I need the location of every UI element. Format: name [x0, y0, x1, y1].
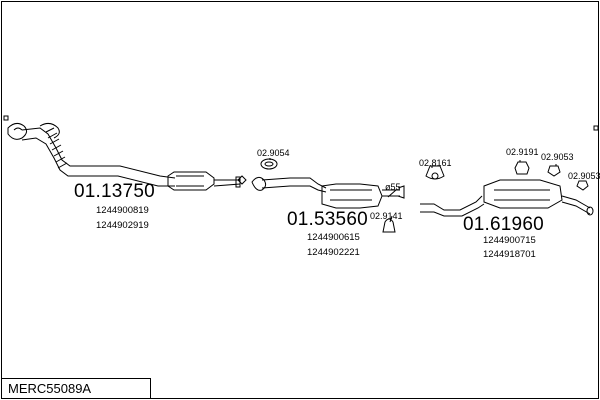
fitting-label: 02.9053 — [541, 152, 574, 162]
fitting-label: 02.9054 — [257, 148, 290, 158]
oem-number: 1244900615 — [307, 232, 360, 243]
oem-number: 1244902919 — [96, 220, 149, 231]
hanger-icon — [514, 161, 530, 175]
fitting-label: 02.9141 — [370, 211, 403, 221]
hanger-icon — [425, 165, 445, 180]
fitting-label-clamp: ø55 — [385, 182, 401, 192]
front-pipe-drawing — [7, 122, 247, 191]
diagram-code-box: MERC55089A — [1, 378, 151, 399]
leader-lines — [269, 158, 557, 223]
hanger-icon — [547, 165, 561, 177]
oem-number: 1244900715 — [483, 235, 536, 246]
part-number-centre-silencer: 01.53560 — [287, 209, 368, 230]
hanger-icon — [576, 180, 589, 191]
centre-silencer-drawing — [251, 176, 405, 209]
fittings-drawing — [3, 115, 599, 233]
fitting-label: 02.9053 — [568, 171, 600, 181]
oem-number: 1244918701 — [483, 249, 536, 260]
oem-number: 1244900819 — [96, 205, 149, 216]
diagram-code: MERC55089A — [8, 381, 92, 396]
rear-silencer-drawing — [420, 179, 594, 217]
oem-number: 1244902221 — [307, 247, 360, 258]
fitting-label: 02.9191 — [506, 147, 539, 157]
fitting-label: 02.8161 — [419, 158, 452, 168]
part-number-rear-silencer: 01.61960 — [463, 214, 544, 235]
gasket-icon — [260, 158, 278, 170]
part-number-front-pipe: 01.13750 — [74, 181, 155, 202]
